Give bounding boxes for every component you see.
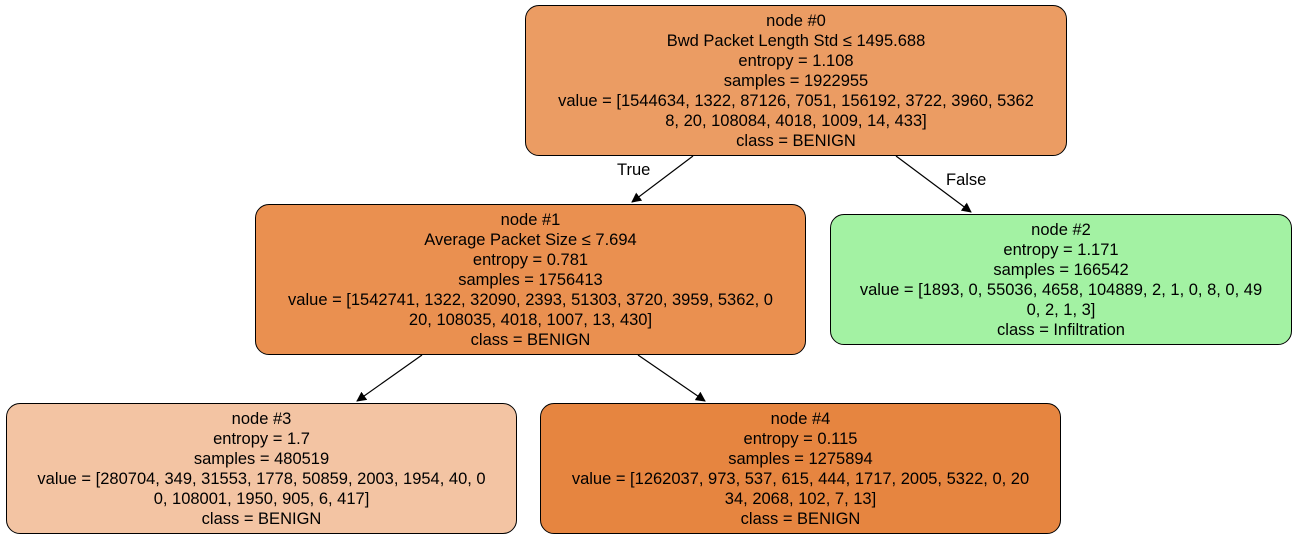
- node-entropy: entropy = 0.115: [743, 429, 858, 448]
- node-entropy: entropy = 1.171: [1003, 240, 1119, 259]
- node-value-line2: 0, 108001, 1950, 905, 6, 417]: [153, 489, 370, 508]
- node-samples: samples = 1756413: [458, 270, 603, 289]
- node-value-line1: value = [1544634, 1322, 87126, 7051, 156…: [558, 91, 1034, 110]
- node-class: class = BENIGN: [201, 509, 322, 528]
- tree-node-3: node #3 entropy = 1.7 samples = 480519 v…: [6, 403, 517, 534]
- node-id: node #1: [500, 210, 561, 229]
- node-value-line1: value = [1262037, 973, 537, 615, 444, 17…: [571, 469, 1030, 488]
- node-samples: samples = 1275894: [728, 449, 873, 468]
- node-entropy: entropy = 0.781: [472, 250, 589, 269]
- edge-node1-node4: [637, 354, 706, 402]
- node-value-line1: value = [1542741, 1322, 32090, 2393, 513…: [288, 290, 773, 309]
- edge-label-true: True: [617, 161, 651, 179]
- edge-node1-node3: [356, 354, 423, 402]
- tree-node-4: node #4 entropy = 0.115 samples = 127589…: [540, 403, 1061, 534]
- node-id: node #0: [766, 11, 826, 30]
- node-samples: samples = 166542: [993, 260, 1129, 279]
- node-value-line2: 34, 2068, 102, 7, 13]: [724, 489, 877, 508]
- node-entropy: entropy = 1.108: [738, 51, 854, 70]
- node-value-line2: 20, 108035, 4018, 1007, 13, 430]: [408, 310, 653, 329]
- tree-node-1: node #1 Average Packet Size ≤ 7.694 entr…: [255, 204, 806, 355]
- node-class: class = Infiltration: [997, 320, 1125, 339]
- node-id: node #3: [231, 409, 292, 428]
- node-id: node #2: [1031, 220, 1091, 239]
- node-samples: samples = 1922955: [723, 71, 869, 90]
- node-split-condition: Bwd Packet Length Std ≤ 1495.688: [666, 31, 926, 50]
- edge-label-false: False: [946, 171, 987, 189]
- edge-node0-node1: [631, 155, 694, 203]
- node-value-line2: 8, 20, 108084, 4018, 1009, 14, 433]: [665, 111, 927, 130]
- node-split-condition: Average Packet Size ≤ 7.694: [424, 230, 637, 249]
- node-value-line1: value = [280704, 349, 31553, 1778, 50859…: [37, 469, 486, 488]
- edge-node0-node2: [895, 155, 972, 213]
- node-value-line1: value = [1893, 0, 55036, 4658, 104889, 2…: [859, 280, 1263, 299]
- tree-node-2: node #2 entropy = 1.171 samples = 166542…: [830, 214, 1292, 345]
- node-class: class = BENIGN: [740, 509, 861, 528]
- node-class: class = BENIGN: [736, 131, 856, 150]
- node-id: node #4: [770, 409, 831, 428]
- tree-node-0: node #0 Bwd Packet Length Std ≤ 1495.688…: [525, 5, 1067, 156]
- node-samples: samples = 480519: [193, 449, 330, 468]
- node-class: class = BENIGN: [470, 330, 591, 349]
- node-value-line2: 0, 2, 1, 3]: [1026, 300, 1096, 319]
- node-entropy: entropy = 1.7: [213, 429, 310, 448]
